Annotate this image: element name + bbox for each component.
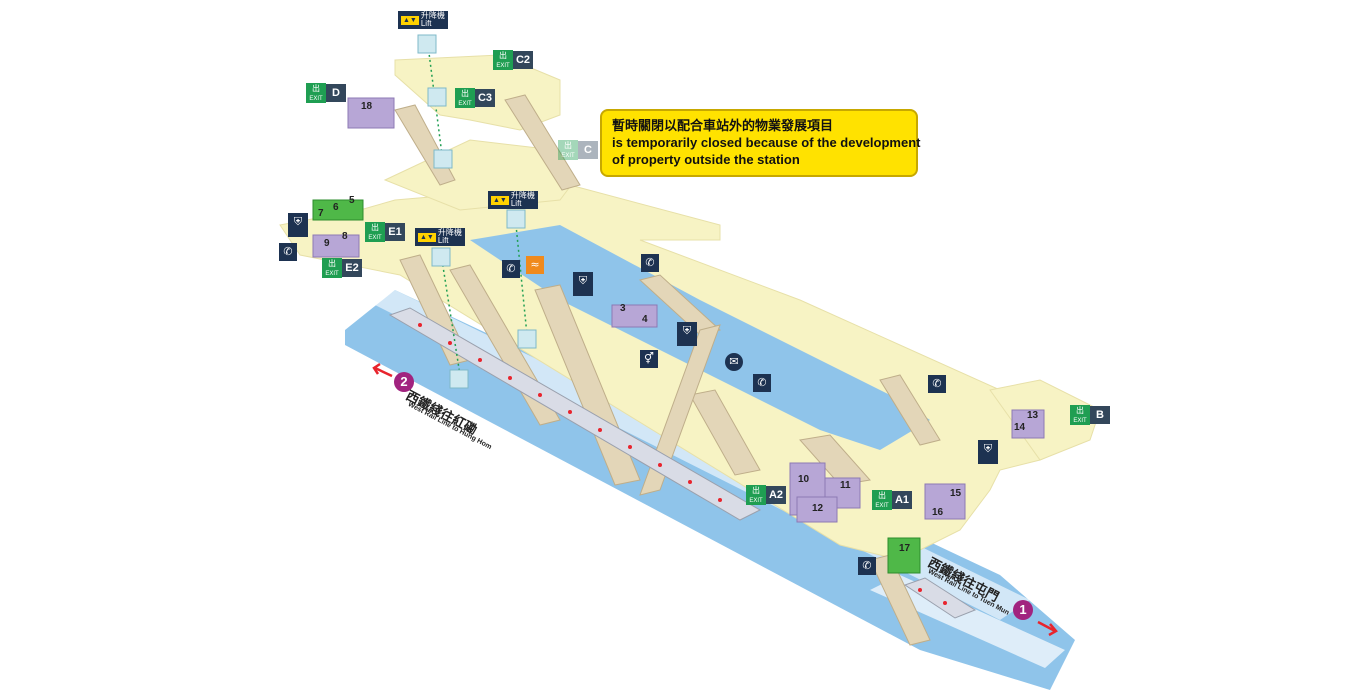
shop-number: 6 (333, 202, 339, 213)
fire-hose-icon: ⛨ (677, 322, 697, 346)
shop-number: 12 (812, 503, 824, 514)
shop-number: 16 (932, 507, 944, 518)
notice-line-en-1: is temporarily closed because of the dev… (612, 135, 921, 150)
exit-letter: D (326, 84, 346, 102)
shop-number: 9 (324, 238, 330, 249)
lift-cars (417, 34, 537, 389)
phone-icon: ✆ (502, 260, 520, 278)
lift-icon: ▲▼ (418, 232, 436, 242)
shop-number: 8 (342, 231, 348, 242)
exit-letter: C2 (513, 51, 533, 69)
shop-number: 18 (361, 101, 373, 112)
platform-2-badge: 2 (394, 372, 414, 392)
phone-icon: ✆ (279, 243, 297, 261)
phone-icon: ✆ (641, 254, 659, 272)
shop-number: 10 (798, 474, 810, 485)
shop-number: 11 (840, 480, 851, 491)
fire-hose-icon: ⛨ (573, 272, 593, 296)
notice-line-en-2: of property outside the station (612, 152, 800, 167)
shop-number: 7 (318, 208, 324, 219)
direction-arrow-left (372, 362, 393, 378)
exit-letter: A1 (892, 491, 912, 509)
shop-number: 13 (1027, 410, 1039, 421)
phone-icon: ✆ (928, 375, 946, 393)
post-box-icon: ✉ (725, 353, 743, 371)
platform-1-badge: 1 (1013, 600, 1033, 620)
exit-letter: E1 (385, 223, 405, 241)
exit-letter: E2 (342, 259, 362, 277)
exit-letter: A2 (766, 486, 786, 504)
phone-icon: ✆ (858, 557, 876, 575)
shop-number: 5 (349, 195, 355, 206)
phone-icon: ✆ (753, 374, 771, 392)
shop-number: 17 (899, 543, 911, 554)
exit-letter: C3 (475, 89, 495, 107)
lift-icon: ▲▼ (401, 15, 419, 25)
train-doors (418, 323, 947, 605)
shop-block-green-top (312, 199, 364, 221)
lift-icon: ▲▼ (491, 195, 509, 205)
shop-block-green-17 (887, 537, 921, 574)
toilet-icon: ⚥ (640, 350, 658, 368)
closure-notice: 暫時關閉以配合車站外的物業發展項目 is temporarily closed … (600, 109, 921, 177)
upper-walkway-east (989, 379, 1101, 461)
train (388, 307, 977, 619)
shop-blocks (312, 97, 1045, 523)
shop-number: 3 (620, 303, 626, 314)
shop-number: 14 (1014, 422, 1026, 433)
wifi-icon: ≈ (526, 256, 544, 274)
track-bed-2 (870, 575, 1065, 668)
notice-line-zh: 暫時關閉以配合車站外的物業發展項目 (612, 118, 834, 133)
fire-hose-icon: ⛨ (288, 213, 308, 237)
exit-letter: C (578, 141, 598, 159)
exit-letter: B (1090, 406, 1110, 424)
fire-hose-icon: ⛨ (978, 440, 998, 464)
shop-number: 15 (950, 488, 962, 499)
direction-arrow-right (1037, 620, 1058, 637)
shop-number: 4 (642, 314, 648, 325)
